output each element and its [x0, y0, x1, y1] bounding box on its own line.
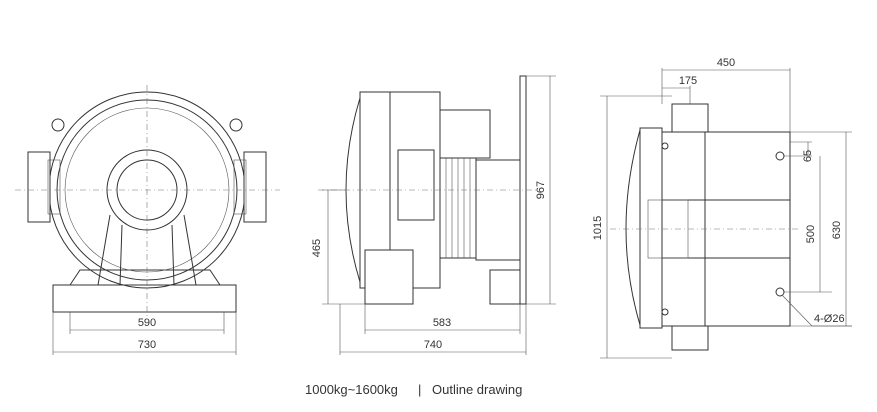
side-dim-740: 740 [424, 339, 442, 351]
front-view: 590 730 [15, 85, 280, 355]
side-sheave-grooves [445, 158, 471, 258]
rear-hole-4 [661, 308, 669, 316]
caption-title: Outline drawing [432, 382, 522, 397]
rear-dim-500: 500 [805, 225, 817, 243]
rear-cover-curve [625, 129, 641, 326]
side-view: 465 967 583 740 [311, 75, 556, 355]
side-brake-box [397, 149, 435, 221]
caption: 1000kg~1600kg | Outline drawing [305, 382, 522, 397]
rear-hole-callout: 4-Ø26 [814, 313, 845, 325]
front-lift-eye-left [51, 118, 65, 132]
caption-weight: 1000kg~1600kg [305, 382, 398, 397]
rear-dim-65: 65 [802, 150, 814, 162]
rear-view: 450 175 1015 65 500 630 4-Ø26 [592, 57, 852, 359]
front-base-top [69, 269, 221, 286]
rear-cover [639, 127, 663, 329]
rear-top-bracket [671, 103, 709, 133]
rear-dim-630: 630 [831, 221, 843, 239]
rear-dim-450: 450 [717, 57, 735, 69]
caption-separator: | [418, 382, 421, 397]
side-dim-967: 967 [535, 181, 547, 199]
side-foot-right [489, 269, 521, 305]
front-brake-right-inner [233, 159, 247, 215]
rear-dim-1015: 1015 [592, 216, 604, 240]
rear-dim-175: 175 [679, 75, 697, 87]
front-base [52, 284, 237, 313]
side-dim-465: 465 [311, 239, 323, 257]
front-brake-right [243, 151, 267, 223]
rear-callout-leader [781, 294, 813, 327]
front-legs [97, 214, 197, 286]
side-end [475, 159, 521, 261]
front-brake-left [27, 151, 51, 223]
rear-hole-3 [661, 142, 669, 150]
rear-bottom-bracket [671, 325, 709, 351]
front-lift-eye-right [229, 118, 243, 132]
front-dim-730: 730 [138, 339, 156, 351]
side-dim-583: 583 [433, 317, 451, 329]
front-brake-left-inner [47, 159, 61, 215]
side-foot-left [364, 249, 414, 305]
side-top-block [439, 109, 491, 159]
front-dim-590: 590 [138, 317, 156, 329]
